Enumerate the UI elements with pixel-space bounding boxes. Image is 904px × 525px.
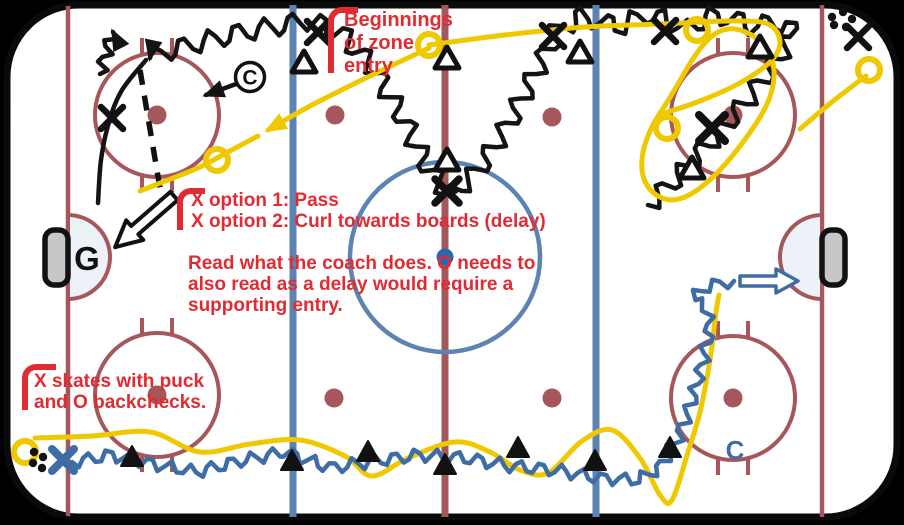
note-line: entry: [344, 55, 393, 77]
faceoff-dot: [147, 385, 167, 405]
note-bracket-zone-entry: [328, 7, 358, 73]
puck-dot: [38, 452, 48, 462]
o-pass-path: [264, 45, 432, 133]
o-pass-path-tail: [137, 133, 261, 194]
puck-dot: [29, 447, 39, 457]
bottom-x-paths: [48, 267, 800, 488]
o-player-marker: [653, 114, 681, 142]
puck-dot: [28, 458, 38, 468]
o-player-marker: [855, 56, 883, 84]
note-line: Beginnings: [344, 9, 453, 31]
o-player-marker: [203, 146, 231, 174]
triangle-open-marker: [745, 33, 775, 60]
faceoff-circle: [93, 331, 221, 459]
puck-dot: [827, 12, 837, 22]
note-line: also read as a delay would require a: [188, 274, 514, 295]
x-player-marker: [843, 22, 873, 52]
triangle-cone-marker: [658, 436, 682, 458]
triangle-open-marker: [432, 146, 462, 173]
center-dot: [436, 248, 454, 266]
o-entry-path: [426, 18, 783, 116]
note-line: X option 2: Curl towards boards (delay): [191, 211, 546, 232]
faceoff-dot: [723, 388, 743, 408]
faceoff-dot: [542, 107, 562, 127]
note-bracket-skates: [22, 364, 56, 410]
triangle-cone-marker: [583, 449, 607, 471]
x-puck-carry-path: [144, 4, 800, 211]
o-right-path: [797, 73, 869, 132]
triangle-cone-marker: [120, 445, 144, 467]
blue-x-weave-path: [69, 277, 737, 488]
triangle-open-marker: [432, 44, 462, 71]
x-player-marker: [431, 175, 463, 207]
goal-left: [42, 227, 71, 288]
note-line: X skates with puck: [34, 371, 205, 392]
coach-circle: [233, 60, 267, 94]
crease-left: [66, 212, 112, 302]
x-breakout-path: [95, 28, 130, 77]
faceoff-dot: [324, 388, 344, 408]
x-player-marker: [695, 111, 729, 145]
note-options: X option 1: Pass X option 2: Curl toward…: [191, 190, 546, 232]
x-player-marker: [303, 17, 333, 47]
o-loop-path: [639, 26, 777, 203]
note-read: Read what the coach does. O needs to als…: [188, 253, 535, 316]
puck-dot: [829, 20, 839, 30]
triangle-cone-marker: [280, 449, 304, 471]
shot-hollow-arrow: [113, 189, 180, 250]
player-markers: [11, 7, 883, 475]
note-line: Read what the coach does. O needs to: [188, 253, 536, 274]
note-line: X option 1: Pass: [191, 190, 339, 211]
note-skates: X skates with puck and O backchecks.: [34, 371, 206, 413]
o-player-paths: [32, 18, 869, 506]
note-zone-entry: Beginnings of zone entry: [344, 9, 453, 78]
note-line: supporting entry.: [188, 295, 343, 316]
triangle-cone-marker: [356, 440, 380, 462]
triangle-open-marker: [289, 48, 319, 75]
x-player-marker: [538, 21, 568, 51]
coach-label: C: [242, 67, 257, 90]
faceoff-dot: [325, 105, 345, 125]
triangle-cone-marker: [506, 436, 530, 458]
note-line: and O backchecks.: [34, 392, 207, 413]
puck-dot: [841, 22, 851, 32]
faceoff-dot: [542, 388, 562, 408]
note-bracket-options: [177, 188, 205, 230]
coach-bottom-label: C: [726, 435, 745, 465]
drive-hollow-arrow-blue: [738, 267, 800, 295]
faceoff-circle: [669, 334, 797, 462]
o-player-marker: [415, 31, 443, 59]
triangle-cone-marker: [433, 453, 457, 475]
triangle-open-marker: [677, 154, 707, 181]
coach-pointer-arrow: [202, 80, 239, 98]
faceoff-dot: [147, 105, 167, 125]
puck-dot: [838, 7, 848, 17]
puck-dot: [847, 14, 857, 24]
x-player-marker: [97, 103, 127, 133]
triangle-open-marker: [565, 38, 595, 65]
puck-dot: [37, 463, 47, 473]
note-line: of zone: [344, 32, 414, 54]
o-backcheck-path: [32, 292, 722, 506]
x-player-marker: [650, 16, 680, 46]
blue-x-marker: [48, 445, 78, 475]
goal-right: [819, 227, 848, 288]
goalie-label: G: [74, 240, 100, 277]
o-player-marker: [683, 16, 711, 44]
